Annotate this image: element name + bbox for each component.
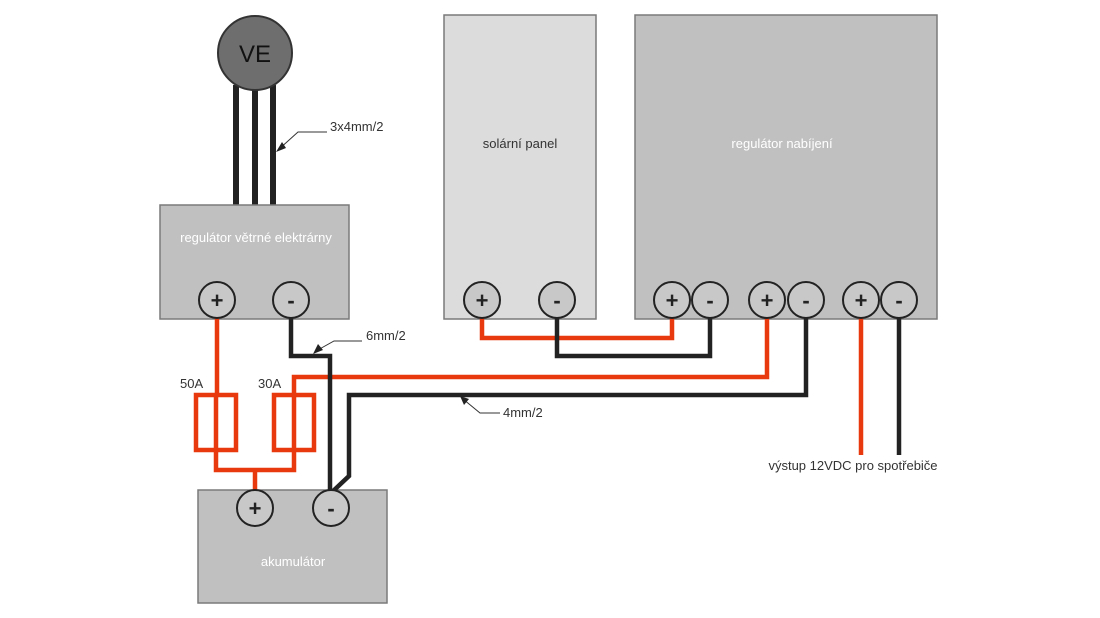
turbine-cable-label-group: 3x4mm/2 bbox=[276, 119, 383, 152]
solar-panel-minus-terminal: - bbox=[538, 281, 576, 319]
negative-wires bbox=[288, 318, 902, 495]
charge-regulator-output-plus-terminal: + bbox=[842, 281, 880, 319]
svg-text:-: - bbox=[553, 288, 560, 313]
regulator-negative-wire bbox=[329, 318, 809, 495]
wind-regulator-box bbox=[159, 204, 350, 320]
turbine-cable bbox=[233, 85, 276, 207]
regulator-positive-wire bbox=[291, 318, 770, 395]
charge-regulator-output-minus-terminal: - bbox=[880, 281, 918, 319]
positive-wires bbox=[193, 318, 864, 493]
svg-text:-: - bbox=[287, 288, 294, 313]
svg-text:+: + bbox=[476, 288, 489, 313]
wind-regulator-label: regulátor větrné elektrárny bbox=[180, 230, 332, 245]
solar-panel: solární panel bbox=[443, 14, 597, 320]
turbine-label: VE bbox=[239, 41, 271, 68]
solar-panel-plus-terminal: + bbox=[463, 281, 501, 319]
svg-text:+: + bbox=[855, 288, 868, 313]
svg-text:+: + bbox=[249, 496, 262, 521]
fuse-30a-label: 30A bbox=[258, 376, 281, 391]
regulator-cable-label: 4mm/2 bbox=[503, 405, 543, 420]
battery-minus-terminal: - bbox=[312, 489, 350, 527]
battery-cable-label: 6mm/2 bbox=[366, 328, 406, 343]
svg-text:-: - bbox=[327, 496, 334, 521]
solar-panel-label: solární panel bbox=[483, 136, 558, 151]
charge-regulator: regulátor nabíjení bbox=[634, 14, 938, 320]
svg-text:-: - bbox=[895, 288, 902, 313]
solar-negative-wire bbox=[554, 318, 713, 359]
regulator-cable-label-group: 4mm/2 bbox=[460, 396, 543, 420]
battery-label: akumulátor bbox=[261, 554, 326, 569]
wind-regulator-minus-terminal: - bbox=[272, 281, 310, 319]
charge-regulator-solar-plus-terminal: + bbox=[653, 281, 691, 319]
wind-negative-wire bbox=[288, 318, 333, 493]
fuse-50a-label: 50A bbox=[180, 376, 203, 391]
charge-regulator-label: regulátor nabíjení bbox=[731, 136, 833, 151]
svg-text:-: - bbox=[706, 288, 713, 313]
terminals: + - + - + - + - bbox=[198, 281, 918, 527]
battery: akumulátor bbox=[197, 489, 388, 604]
svg-text:+: + bbox=[211, 288, 224, 313]
turbine-cable-label: 3x4mm/2 bbox=[330, 119, 383, 134]
charge-regulator-battery-plus-terminal: + bbox=[748, 281, 786, 319]
battery-plus-terminal: + bbox=[236, 489, 274, 527]
wind-regulator: regulátor větrné elektrárny bbox=[159, 204, 350, 320]
output-label: výstup 12VDC pro spotřebiče bbox=[768, 458, 937, 473]
charge-regulator-solar-minus-terminal: - bbox=[691, 281, 729, 319]
svg-text:-: - bbox=[802, 288, 809, 313]
wind-regulator-plus-terminal: + bbox=[198, 281, 236, 319]
battery-cable-label-group: 6mm/2 bbox=[313, 328, 406, 354]
wind-turbine: VE bbox=[217, 15, 293, 91]
charge-regulator-battery-minus-terminal: - bbox=[787, 281, 825, 319]
solar-panel-box bbox=[443, 14, 597, 320]
battery-box bbox=[197, 489, 388, 604]
svg-text:+: + bbox=[761, 288, 774, 313]
fuse-junction-wire bbox=[213, 450, 297, 473]
charge-regulator-box bbox=[634, 14, 938, 320]
solar-positive-wire bbox=[479, 318, 675, 341]
turbine-circle bbox=[217, 15, 293, 91]
svg-text:+: + bbox=[666, 288, 679, 313]
